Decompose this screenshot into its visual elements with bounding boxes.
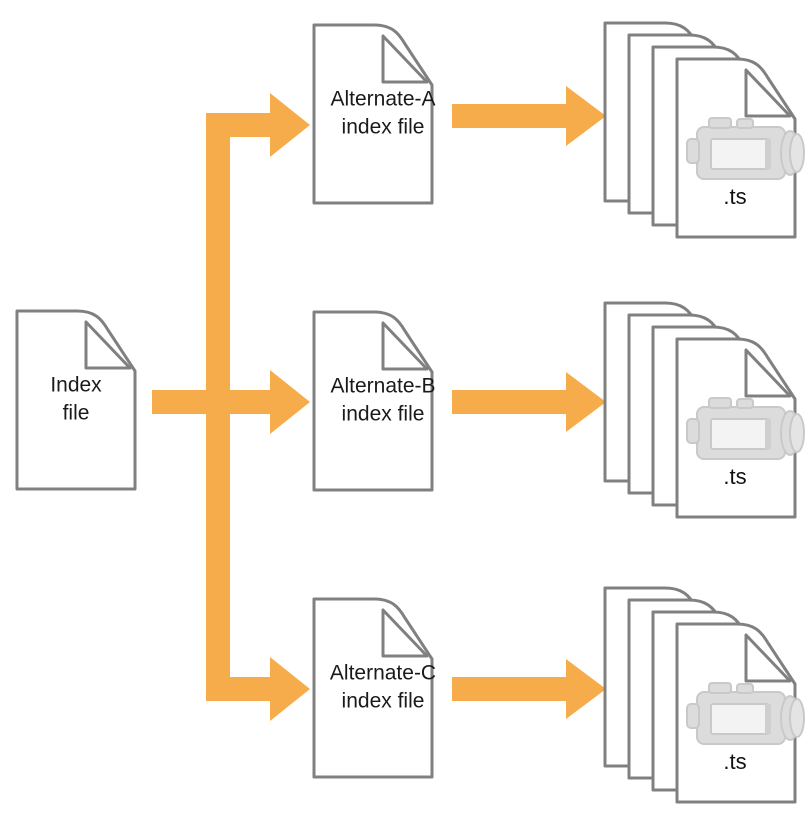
alternate-a-label-line2: index file bbox=[342, 116, 425, 139]
index-file-label-line2: file bbox=[63, 402, 90, 425]
ts-segment-stack-c[interactable]: .ts bbox=[603, 586, 805, 804]
index-file-label-line1: Index bbox=[50, 374, 102, 397]
alternate-b-label-line2: index file bbox=[342, 403, 425, 426]
ts-segment-stack-a[interactable]: .ts bbox=[603, 21, 805, 239]
arrow-to-alternate-b bbox=[206, 370, 310, 434]
arrow-alternate-b-to-segments bbox=[452, 372, 606, 432]
ts-segment-front-a[interactable]: .ts bbox=[675, 57, 805, 239]
ts-label-c: .ts bbox=[723, 749, 746, 774]
arrow-alternate-a-to-segments bbox=[452, 86, 606, 146]
alternate-c-label-line2: index file bbox=[342, 690, 425, 713]
branching-arrow-connector bbox=[152, 93, 310, 721]
arrow-alternate-c-to-segments bbox=[452, 659, 606, 719]
index-file-document[interactable]: Index file bbox=[15, 309, 137, 491]
arrow-to-alternate-c bbox=[206, 657, 310, 721]
alternate-b-index-file-document[interactable]: Alternate-B index file bbox=[312, 310, 436, 492]
alternate-c-index-file-document[interactable]: Alternate-C index file bbox=[312, 597, 436, 779]
ts-label-b: .ts bbox=[723, 464, 746, 489]
ts-segment-front-b[interactable]: .ts bbox=[675, 337, 805, 519]
alternate-a-label-line1: Alternate-A bbox=[330, 88, 435, 111]
alternate-a-index-file-document[interactable]: Alternate-A index file bbox=[312, 23, 436, 205]
ts-segment-stack-b[interactable]: .ts bbox=[603, 301, 805, 519]
alternate-c-label-line1: Alternate-C bbox=[330, 662, 436, 685]
ts-segment-front-c[interactable]: .ts bbox=[675, 622, 805, 804]
ts-label-a: .ts bbox=[723, 184, 746, 209]
arrow-to-alternate-a bbox=[206, 93, 310, 157]
alternate-b-label-line1: Alternate-B bbox=[330, 375, 435, 398]
